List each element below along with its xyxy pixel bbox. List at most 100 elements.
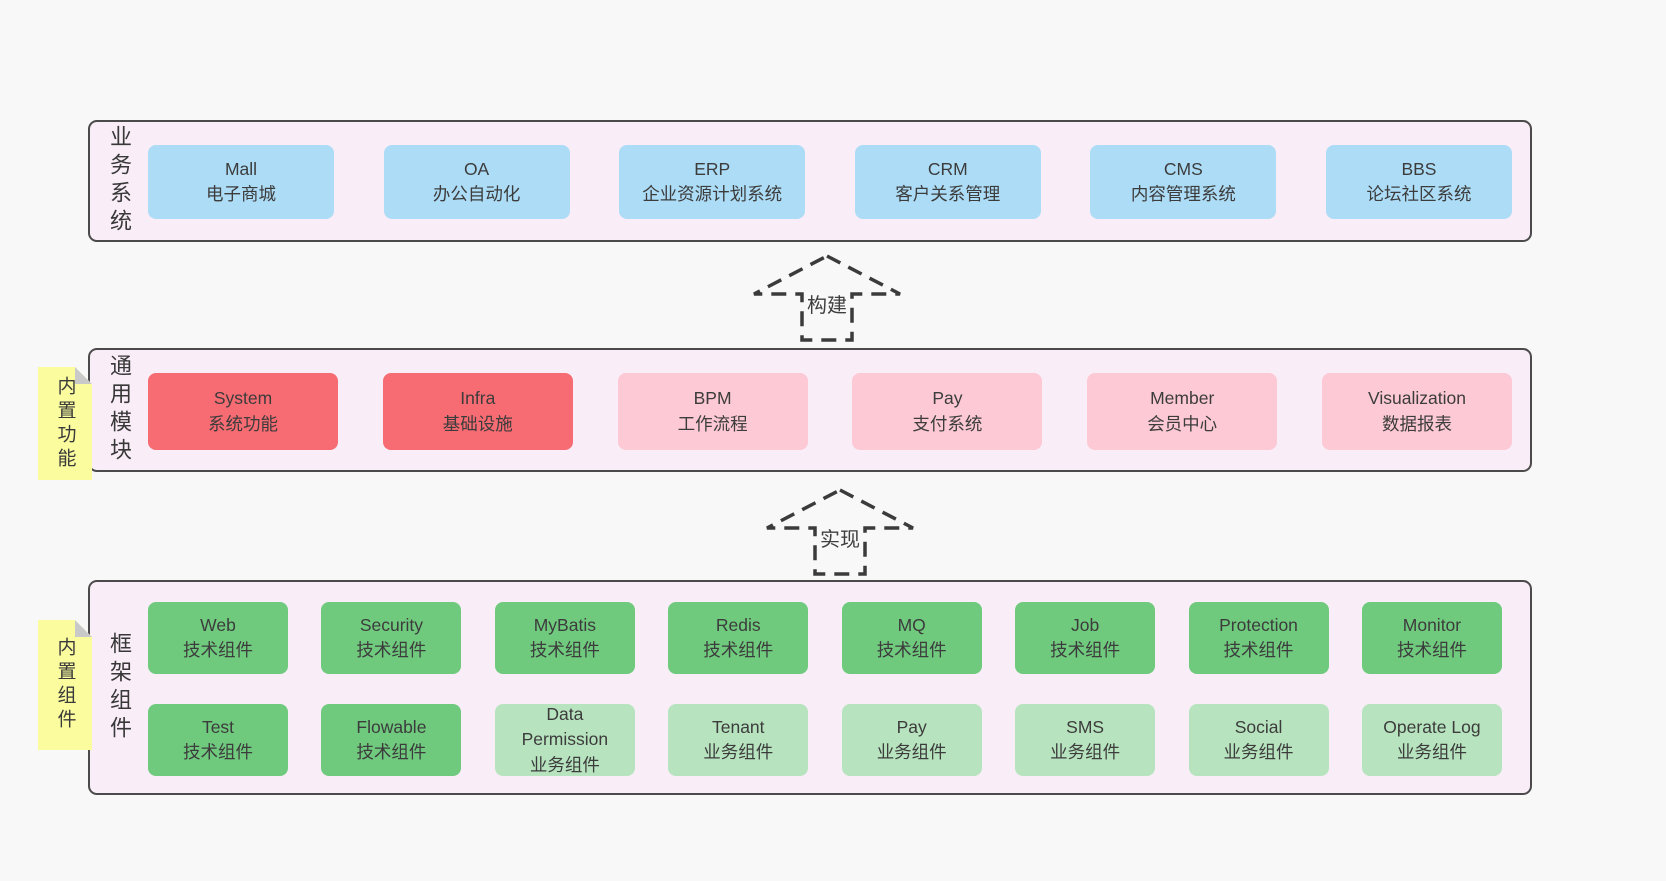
box-infra: Infra 基础设施: [382, 373, 573, 450]
box-mybatis: MyBatis 技术组件: [494, 602, 635, 674]
box-operate-log: Operate Log 业务组件: [1361, 704, 1502, 776]
sticky-note-built-in-components: 内置组件: [38, 620, 92, 750]
box-subtitle: 技术组件: [876, 640, 947, 660]
box-subtitle: 业务组件: [703, 742, 774, 762]
layer-label-modules: 通用模块: [107, 354, 132, 466]
box-subtitle: 技术组件: [183, 640, 253, 660]
box-subtitle: 业务组件: [1050, 742, 1121, 762]
box-title: Mall: [224, 158, 258, 179]
box-subtitle: 数据报表: [1381, 413, 1452, 434]
box-system: System 系统功能: [148, 373, 338, 450]
build-arrow-label: 构建: [807, 294, 847, 317]
box-title: MyBatis: [533, 614, 596, 635]
box-subtitle: 客户关系管理: [895, 184, 1001, 204]
box-subtitle: 内容管理系统: [1130, 184, 1236, 204]
box-subtitle: 技术组件: [1223, 640, 1294, 660]
build-arrow-icon: 构建: [752, 252, 902, 344]
box-title: CRM: [927, 158, 968, 179]
box-subtitle: 技术组件: [1396, 640, 1467, 660]
box-title: Social: [1234, 716, 1283, 737]
box-tenant: Tenant 业务组件: [668, 704, 809, 776]
box-sms: SMS 业务组件: [1015, 704, 1156, 776]
box-subtitle: 技术组件: [356, 640, 427, 660]
box-member: Member 会员中心: [1087, 373, 1278, 450]
layer-framework-components: 内置组件 框架组件 Web 技术组件 Security 技术组件 MyBatis…: [88, 580, 1532, 795]
box-title: CMS: [1163, 158, 1203, 179]
box-erp: ERP 企业资源计划系统: [619, 145, 806, 219]
box-title: Member: [1150, 388, 1215, 409]
business-box-row: Mall 电子商城 OA 办公自动化 ERP 企业资源计划系统 CRM 客户关系…: [148, 145, 1512, 219]
box-title: Data Permission: [521, 703, 609, 750]
box-subtitle: 基础设施: [442, 413, 513, 434]
framework-box-row-2: Test 技术组件 Flowable 技术组件 Data Permission …: [148, 704, 1502, 776]
box-crm: CRM 客户关系管理: [854, 145, 1041, 219]
box-subtitle: 业务组件: [1396, 742, 1467, 762]
box-title: Test: [201, 716, 235, 737]
box-web: Web 技术组件: [148, 602, 288, 674]
box-data-permission: Data Permission 业务组件: [494, 703, 635, 776]
implement-arrow-icon: 实现: [765, 486, 915, 578]
box-subtitle: 论坛社区系统: [1366, 184, 1472, 204]
box-title: Pay: [896, 716, 927, 737]
box-title: Protection: [1219, 614, 1298, 635]
box-mall: Mall 电子商城: [148, 145, 334, 219]
box-subtitle: 业务组件: [529, 754, 600, 775]
box-title: Security: [359, 614, 424, 635]
sticky-note-text: 内置组件: [54, 637, 76, 733]
folded-corner-icon: [75, 620, 92, 637]
box-subtitle: 业务组件: [876, 742, 947, 762]
sticky-note-text: 内置功能: [54, 375, 76, 472]
box-subtitle: 工作流程: [677, 413, 748, 434]
box-pay-component: Pay 业务组件: [841, 704, 982, 776]
box-subtitle: 技术组件: [1050, 640, 1121, 660]
box-pay-system: Pay 支付系统: [852, 373, 1043, 450]
box-title: Monitor: [1402, 614, 1462, 635]
box-bbs: BBS 论坛社区系统: [1325, 145, 1512, 219]
box-title: Tenant: [711, 716, 765, 737]
box-cms: CMS 内容管理系统: [1090, 145, 1277, 219]
box-subtitle: 办公自动化: [432, 184, 521, 204]
box-flowable: Flowable 技术组件: [321, 704, 462, 776]
box-title: Visualization: [1368, 388, 1466, 409]
box-test: Test 技术组件: [148, 704, 288, 776]
layer-business-systems: 业务系统 Mall 电子商城 OA 办公自动化 ERP 企业资源计划系统 CRM…: [88, 120, 1532, 242]
box-title: Redis: [715, 614, 761, 635]
box-security: Security 技术组件: [321, 602, 462, 674]
box-subtitle: 技术组件: [703, 640, 774, 660]
box-subtitle: 会员中心: [1147, 413, 1218, 434]
layer-common-modules: 内置功能 通用模块 System 系统功能 Infra 基础设施 BPM 工作流…: [88, 348, 1532, 472]
box-job: Job 技术组件: [1015, 602, 1156, 674]
layer-label-business: 业务系统: [107, 125, 132, 237]
box-monitor: Monitor 技术组件: [1361, 602, 1502, 674]
box-title: System: [213, 388, 273, 409]
box-title: BPM: [693, 388, 732, 409]
box-title: BBS: [1401, 158, 1437, 179]
box-title: Operate Log: [1383, 716, 1481, 737]
box-bpm: BPM 工作流程: [617, 373, 808, 450]
box-subtitle: 企业资源计划系统: [642, 184, 783, 204]
box-title: Flowable: [356, 716, 427, 737]
box-title: Infra: [460, 388, 496, 409]
sticky-note-built-in-features: 内置功能: [38, 367, 92, 480]
box-oa: OA 办公自动化: [383, 145, 570, 219]
box-subtitle: 技术组件: [356, 742, 427, 762]
box-title: Job: [1071, 614, 1100, 635]
box-title: MQ: [897, 614, 926, 635]
box-title: Web: [200, 614, 236, 635]
box-social: Social 业务组件: [1188, 704, 1329, 776]
box-subtitle: 支付系统: [912, 413, 983, 434]
box-title: SMS: [1066, 716, 1105, 737]
box-subtitle: 技术组件: [183, 742, 253, 762]
layer-label-framework: 框架组件: [107, 631, 132, 744]
box-subtitle: 技术组件: [529, 640, 600, 660]
framework-box-row-1: Web 技术组件 Security 技术组件 MyBatis 技术组件 Redi…: [148, 602, 1502, 674]
box-subtitle: 电子商城: [206, 184, 276, 204]
box-mq: MQ 技术组件: [841, 602, 982, 674]
box-title: ERP: [694, 158, 731, 179]
box-title: OA: [463, 158, 490, 179]
box-protection: Protection 技术组件: [1188, 602, 1329, 674]
box-subtitle: 系统功能: [208, 413, 278, 434]
implement-arrow-label: 实现: [820, 528, 860, 551]
box-redis: Redis 技术组件: [668, 602, 809, 674]
